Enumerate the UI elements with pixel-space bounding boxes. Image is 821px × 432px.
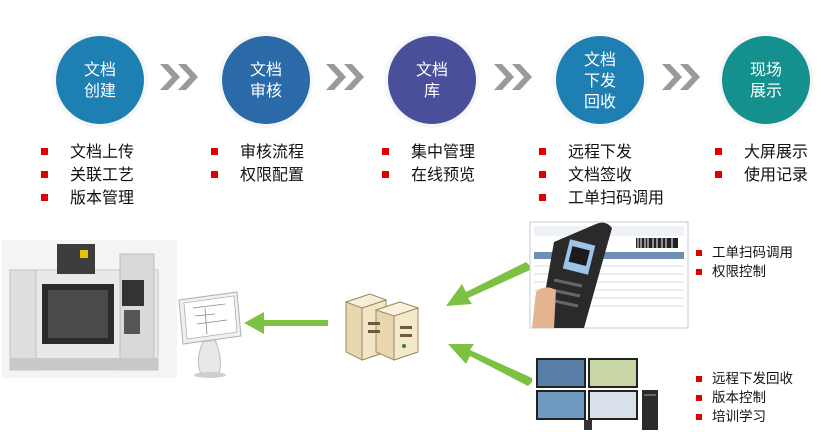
step-document-review: 文档 审核: [222, 36, 310, 124]
list-item: 在线预览: [381, 163, 475, 186]
list-item: 审核流程: [210, 140, 304, 163]
step-document-distribute: 文档 下发 回收: [556, 36, 644, 124]
arrow-down-left-icon: [446, 262, 530, 306]
chevron-right-icon: [662, 64, 700, 90]
scanner-screen-image: [529, 221, 689, 329]
list-item: 使用记录: [714, 163, 808, 186]
pc-features: 远程下发回收 版本控制 培训学习: [696, 370, 793, 427]
arrow-left-icon: [244, 312, 328, 334]
list-item: 远程下发: [538, 140, 664, 163]
list-item: 版本管理: [40, 186, 134, 209]
step-2-features: 审核流程 权限配置: [210, 140, 304, 186]
list-item: 文档上传: [40, 140, 134, 163]
list-item: 关联工艺: [40, 163, 134, 186]
list-item: 权限配置: [210, 163, 304, 186]
pc-monitors-image: [536, 358, 658, 430]
list-item: 工单扫码调用: [538, 186, 664, 209]
list-item: 权限控制: [696, 263, 793, 282]
list-item: 文档签收: [538, 163, 664, 186]
list-item: 大屏展示: [714, 140, 808, 163]
kiosk-display-image: [178, 291, 242, 378]
step-1-features: 文档上传 关联工艺 版本管理: [40, 140, 134, 209]
step-5-features: 大屏展示 使用记录: [714, 140, 808, 186]
arrow-up-left-icon: [448, 344, 532, 386]
scanner-features: 工单扫码调用 权限控制: [696, 244, 793, 282]
step-site-display: 现场 展示: [722, 36, 810, 124]
list-item: 集中管理: [381, 140, 475, 163]
cnc-machine-image: [2, 240, 177, 378]
list-item: 培训学习: [696, 408, 793, 427]
step-4-features: 远程下发 文档签收 工单扫码调用: [538, 140, 664, 209]
step-3-features: 集中管理 在线预览: [381, 140, 475, 186]
list-item: 远程下发回收: [696, 370, 793, 389]
step-document-create: 文档 创建: [56, 36, 144, 124]
step-document-library: 文档 库: [388, 36, 476, 124]
chevron-right-icon: [326, 64, 364, 90]
chevron-right-icon: [494, 64, 532, 90]
chevron-right-icon: [160, 64, 198, 90]
list-item: 版本控制: [696, 389, 793, 408]
server-icon: [344, 293, 420, 361]
list-item: 工单扫码调用: [696, 244, 793, 263]
